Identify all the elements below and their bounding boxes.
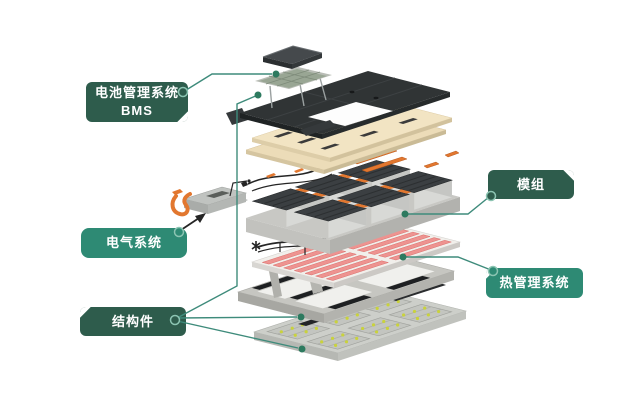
pack-top-cover <box>226 71 450 139</box>
label-thermal: 热管理系统 <box>486 268 583 298</box>
corner-cut <box>176 110 188 122</box>
label-module: 模组 <box>488 170 574 199</box>
busbars-and-wiring <box>241 135 460 192</box>
insulation-sheets <box>245 97 453 174</box>
junction-box <box>170 179 251 217</box>
corner-cut <box>486 268 498 280</box>
leader-lines <box>169 70 499 353</box>
label-thermal-text: 热管理系统 <box>499 275 570 291</box>
label-electrical: 电气系统 <box>81 228 187 258</box>
bms-cover <box>262 45 323 69</box>
thermal-pads <box>282 283 446 326</box>
liquid-cooling-plates <box>250 220 462 288</box>
label-electrical-text: 电气系统 <box>105 235 162 251</box>
label-bms-line2: BMS <box>121 103 153 118</box>
label-module-text: 模组 <box>516 176 545 192</box>
corner-cut <box>80 307 92 319</box>
bottom-tray <box>252 289 468 361</box>
corner-cut <box>562 170 574 182</box>
label-structural: 结构件 <box>80 307 186 336</box>
battery-modules <box>246 160 460 254</box>
bms-circuit-board <box>255 67 332 109</box>
label-structural-text: 结构件 <box>111 313 154 329</box>
label-bms-line1: 电池管理系统 <box>94 85 179 101</box>
support-frame <box>236 238 456 323</box>
label-bms: 电池管理系统 BMS <box>86 82 188 122</box>
